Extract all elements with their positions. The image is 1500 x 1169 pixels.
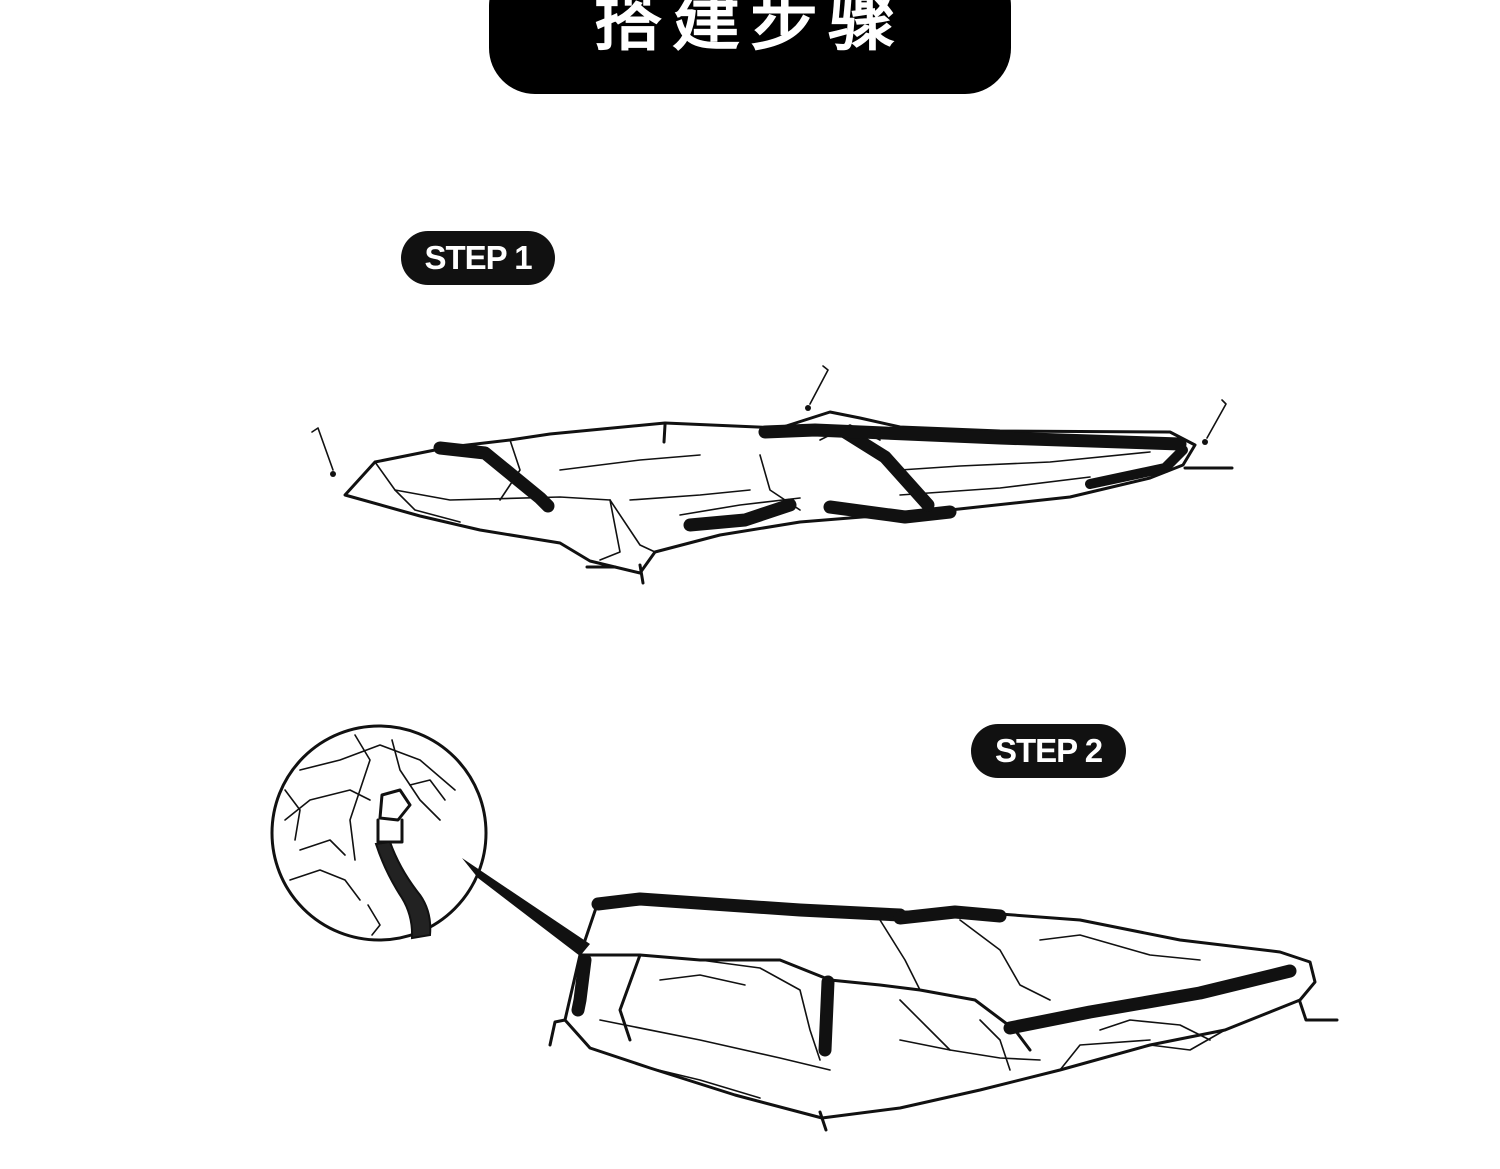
stake-center-icon	[810, 366, 828, 404]
stake-left-icon	[312, 428, 333, 470]
step-2-tent-drawing	[550, 897, 1337, 1130]
stake-right-icon	[1207, 400, 1226, 438]
step-1-stakes	[312, 366, 1226, 477]
pump-detail-zoom	[272, 726, 590, 956]
step-2-tent-outline	[565, 897, 1315, 1118]
step-1-tent-drawing	[345, 412, 1232, 583]
